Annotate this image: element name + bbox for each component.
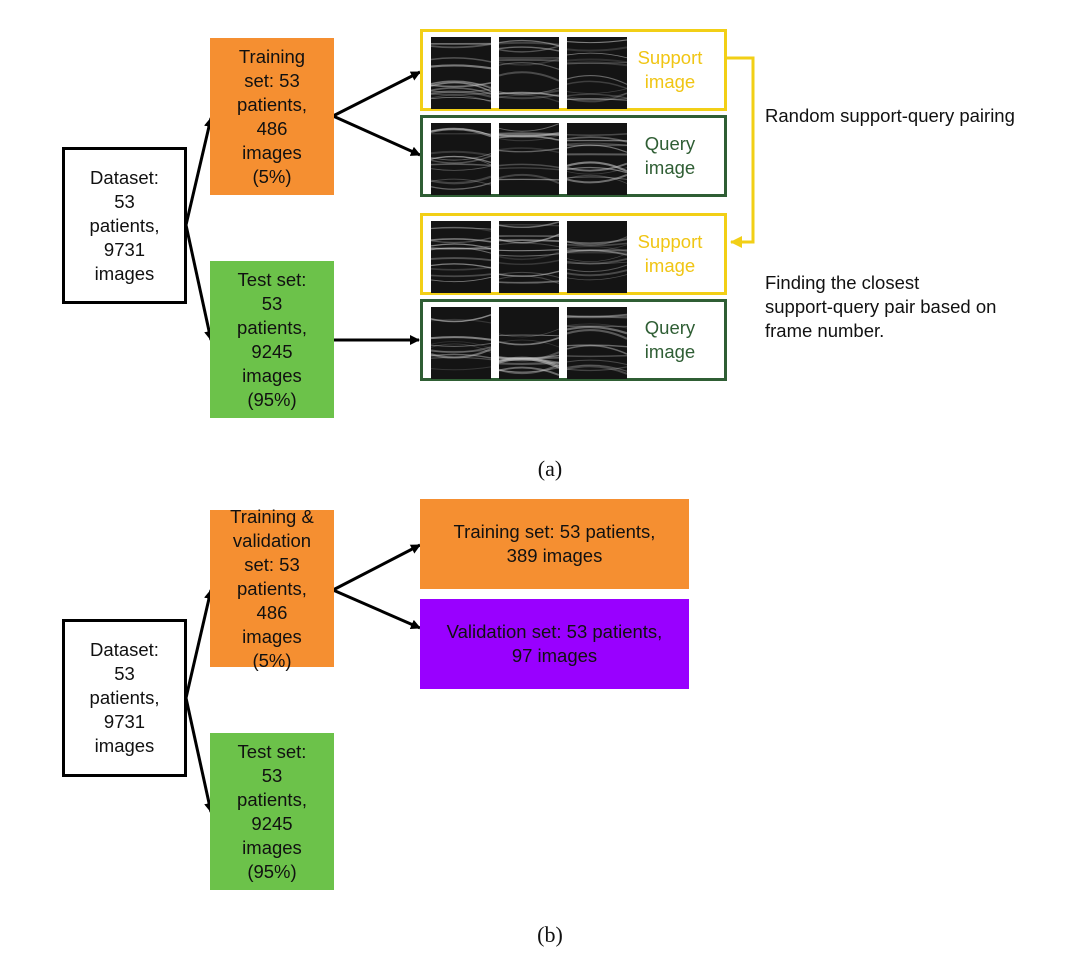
- ultrasound-thumbnail: [499, 123, 559, 195]
- train-val-set-label-b: Training & validation set: 53 patients, …: [230, 505, 314, 671]
- query-image-label: Query image: [644, 317, 696, 362]
- dataset-label-b: Dataset: 53 patients, 9731 images: [89, 639, 160, 756]
- arrow-trainval-to-validation-b: [332, 588, 421, 630]
- test-set-box-a: Test set: 53 patients, 9245 images (95%): [210, 261, 334, 418]
- ultrasound-thumbnail: [431, 123, 491, 195]
- ultrasound-thumbnail: [499, 37, 559, 109]
- ultrasound-thumbnail: [567, 37, 627, 109]
- closest-pair-note: Finding the closest support-query pair b…: [765, 272, 997, 341]
- caption-b: (b): [537, 922, 563, 947]
- training-set-label-a: Training set: 53 patients, 486 images (5…: [237, 45, 307, 187]
- ultrasound-thumbnail: [567, 307, 627, 379]
- ultrasound-thumbnail: [431, 37, 491, 109]
- validation-set-box-b: Validation set: 53 patients, 97 images: [420, 599, 689, 689]
- pairing-bracket-arrow: [726, 56, 755, 248]
- dataset-box-a: Dataset: 53 patients, 9731 images: [62, 147, 187, 304]
- train-val-set-box-b: Training & validation set: 53 patients, …: [210, 506, 334, 671]
- query-image-frame-top: Query image: [420, 115, 727, 197]
- ultrasound-thumbnail: [431, 307, 491, 379]
- random-pairing-note: Random support-query pairing: [765, 105, 1015, 126]
- query-image-label: Query image: [644, 133, 696, 178]
- query-image-frame-bottom: Query image: [420, 299, 727, 381]
- ultrasound-thumbnail: [567, 221, 627, 293]
- arrow-training-to-support-a: [332, 70, 421, 118]
- support-image-label: Support image: [637, 231, 703, 276]
- test-set-label-b: Test set: 53 patients, 9245 images (95%): [237, 740, 307, 882]
- support-image-frame-bottom: Support image: [420, 213, 727, 295]
- arrow-dataset-to-training-a: [184, 117, 214, 226]
- arrow-dataset-to-test-a: [184, 224, 214, 341]
- ultrasound-thumbnail: [499, 221, 559, 293]
- arrow-trainval-to-training-b: [332, 543, 421, 592]
- training-set-box-a: Training set: 53 patients, 486 images (5…: [210, 38, 334, 195]
- caption-a: (a): [537, 456, 563, 481]
- support-image-label: Support image: [637, 47, 703, 92]
- training-set-label-b: Training set: 53 patients, 389 images: [453, 521, 656, 566]
- test-set-box-b: Test set: 53 patients, 9245 images (95%): [210, 733, 334, 890]
- ultrasound-thumbnail: [567, 123, 627, 195]
- validation-set-label-b: Validation set: 53 patients, 97 images: [446, 621, 663, 666]
- ultrasound-thumbnail: [499, 307, 559, 379]
- test-set-label-a: Test set: 53 patients, 9245 images (95%): [237, 268, 307, 410]
- ultrasound-thumbnail: [431, 221, 491, 293]
- support-image-frame-top: Support image: [420, 29, 727, 111]
- arrow-dataset-to-trainval-b: [184, 589, 214, 699]
- arrow-training-to-query-a: [332, 114, 421, 157]
- dataset-label-a: Dataset: 53 patients, 9731 images: [89, 166, 160, 284]
- arrow-dataset-to-test-b: [184, 697, 214, 813]
- dataset-box-b: Dataset: 53 patients, 9731 images: [62, 619, 187, 777]
- training-set-box-b: Training set: 53 patients, 389 images: [420, 499, 689, 589]
